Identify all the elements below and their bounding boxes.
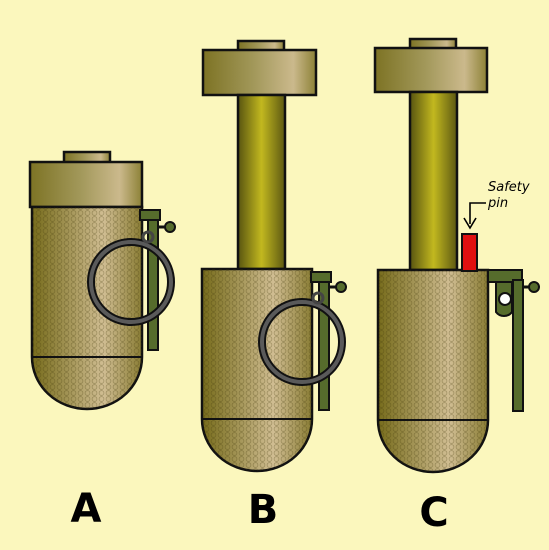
- spoon-lever: [512, 279, 524, 412]
- body-texture: [202, 269, 312, 471]
- callout-arrowhead: [463, 217, 477, 230]
- panel-label-a: A: [71, 486, 102, 532]
- extended-rod: [236, 93, 287, 271]
- extended-rod: [408, 90, 459, 272]
- callout-arrow-shaft: [469, 202, 486, 224]
- grenade-b: [200, 39, 347, 473]
- striker-hole: [498, 292, 512, 306]
- ring-link: [141, 230, 155, 244]
- fuse-cap: [28, 160, 144, 209]
- grenade-c: [373, 37, 540, 474]
- callout-label-line2: pin: [487, 196, 508, 211]
- lever-pivot: [335, 281, 347, 293]
- panel-label-c: C: [419, 490, 448, 536]
- body-texture: [378, 270, 488, 472]
- fuse-cap: [373, 46, 489, 94]
- lever-pivot: [528, 281, 540, 293]
- body-texture: [32, 207, 142, 409]
- pull-ring-highlight: [89, 240, 173, 324]
- ring-link: [311, 291, 325, 305]
- fuse-cap: [201, 48, 318, 97]
- safety-pin: [461, 233, 478, 272]
- lever-bracket: [310, 271, 332, 283]
- safety-pin-callout: Safety pin: [463, 180, 530, 230]
- lever-pivot: [164, 221, 176, 233]
- lever-bracket: [139, 209, 161, 221]
- callout-label-line1: Safety: [488, 180, 530, 195]
- panel-label-b: B: [248, 487, 279, 533]
- pull-ring-highlight: [260, 300, 344, 384]
- grenade-a: [28, 150, 176, 411]
